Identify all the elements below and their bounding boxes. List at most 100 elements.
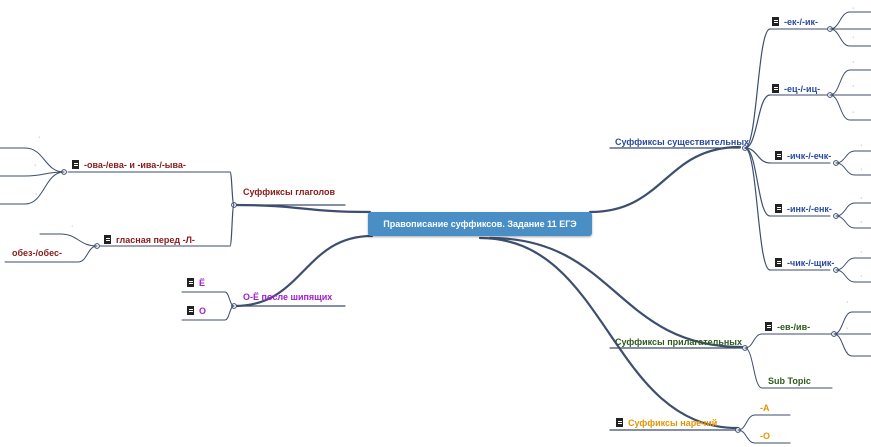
connector-nouns-1 (744, 94, 771, 149)
connector-nouns-2 (744, 147, 771, 164)
empty-subtopic-marker: · (860, 219, 862, 226)
topic-vowel-before-l[interactable]: гласная перед -Л- (104, 235, 195, 246)
document-icon (775, 204, 782, 213)
connector-chik-0 (835, 257, 856, 271)
topic-vowel-before-l-label: гласная перед -Л- (116, 235, 195, 245)
empty-subtopic-marker: · (860, 195, 862, 202)
connector-adv-a (737, 414, 756, 431)
connector-ink-0 (835, 202, 856, 217)
empty-subtopic-marker: · (846, 299, 848, 306)
connector-ink-1 (835, 215, 856, 229)
document-icon (104, 235, 111, 244)
connector-l-sub1 (59, 233, 98, 247)
empty-subtopic-marker: · (846, 325, 848, 332)
empty-subtopic-marker: · (34, 162, 36, 169)
topic-obez-obes[interactable]: обез-/обес- (12, 248, 62, 259)
connector-ova-sub1 (24, 147, 65, 173)
connector-root-verbs (233, 203, 372, 214)
empty-subtopic-marker: · (35, 191, 37, 198)
connector-ev-0 (833, 311, 853, 335)
empty-subtopic-marker: · (860, 166, 862, 173)
topic-o[interactable]: О (187, 306, 206, 317)
topic-chik-shchik-label: -чик-/-щик- (787, 258, 835, 268)
empty-subtopic-marker: · (38, 134, 40, 141)
empty-subtopic-marker: · (852, 109, 854, 116)
connector-ova-sub3 (24, 171, 65, 205)
topic-yo[interactable]: Ё (187, 278, 205, 289)
branch-adjectives-label: Суффиксы прилагательных (615, 337, 742, 347)
connector-root-nouns (588, 145, 742, 214)
topic-ova-eva[interactable]: -ова-/ева- и -ива-/-ыва- (72, 160, 186, 171)
central-topic-label: Правописание суффиксов. Задание 11 ЕГЭ (383, 219, 577, 229)
empty-subtopic-marker: · (860, 249, 862, 256)
connector-adj-sub (744, 347, 763, 389)
connector-verbs-ova (229, 171, 235, 206)
connector-o-yo-yo (224, 291, 235, 307)
branch-o-yo[interactable]: О-Ё после шипящих (243, 292, 332, 303)
document-icon (772, 84, 779, 93)
branch-adverbs-label: Суффиксы наречий (628, 418, 718, 428)
empty-subtopic-marker: · (860, 273, 862, 280)
connector-ichk-0 (835, 150, 856, 164)
topic-a[interactable]: -А (760, 403, 770, 414)
topic-sub-topic[interactable]: Sub Topic (768, 376, 811, 387)
connector-ev-2 (833, 333, 853, 357)
central-topic[interactable]: Правописание суффиксов. Задание 11 ЕГЭ (368, 212, 592, 236)
connector-ec-0 (829, 69, 851, 96)
connector-ichk-1 (835, 162, 856, 176)
topic-obez-obes-label: обез-/обес- (12, 248, 62, 258)
connector-root-adjectives (488, 236, 744, 349)
branch-adjectives[interactable]: Суффиксы прилагательных (615, 337, 742, 348)
branch-nouns[interactable]: Суффиксы существительных (615, 137, 749, 148)
topic-o-adverb-label: -О (760, 431, 770, 441)
topic-o-label: О (199, 306, 207, 316)
topic-ink-enk[interactable]: -инк-/-енк- (775, 204, 832, 215)
document-icon (187, 278, 194, 287)
connector-ec-2 (829, 94, 851, 121)
empty-subtopic-marker: · (860, 142, 862, 149)
empty-subtopic-marker: · (852, 34, 854, 41)
topic-ek-ik-label: -ек-/-ик- (784, 17, 819, 27)
document-icon (72, 160, 79, 169)
topic-ec-ic-label: -ец-/-иц- (784, 84, 821, 94)
topic-chik-shchik[interactable]: -чик-/-щик- (775, 258, 834, 269)
empty-subtopic-marker: · (846, 349, 848, 356)
topic-ec-ic[interactable]: -ец-/-иц- (772, 84, 820, 95)
connector-ek-0 (829, 11, 851, 30)
document-icon (765, 322, 772, 331)
connector-adj-ev (744, 333, 763, 349)
document-icon (187, 306, 194, 315)
connector-l-obez (77, 245, 98, 263)
connector-root-adverbs (478, 236, 740, 430)
branch-verbs[interactable]: Суффиксы глаголов (243, 187, 335, 198)
topic-ichk-echk-label: -ичк-/-ечк- (787, 151, 832, 161)
topic-ichk-echk[interactable]: -ичк-/-ечк- (775, 151, 831, 162)
topic-ev-iv[interactable]: -ев-/ив- (765, 322, 810, 333)
topic-yo-label: Ё (199, 278, 206, 288)
topic-ek-ik[interactable]: -ек-/-ик- (772, 17, 818, 28)
connector-verbs-l (229, 204, 235, 247)
topic-a-label: -А (760, 403, 770, 413)
branch-verbs-label: Суффиксы глаголов (243, 187, 336, 197)
connector-adv-o (737, 429, 756, 444)
empty-subtopic-marker: · (852, 83, 854, 90)
document-icon (772, 17, 779, 26)
branch-nouns-label: Суффиксы существительных (615, 137, 750, 147)
connector-chik-1 (835, 269, 856, 283)
document-icon (775, 258, 782, 267)
topic-o-adverb[interactable]: -О (760, 431, 770, 442)
document-icon (616, 418, 623, 427)
empty-subtopic-marker: · (852, 5, 854, 12)
connector-nouns-4 (744, 147, 771, 271)
topic-ev-iv-label: -ев-/ив- (777, 322, 811, 332)
connector-nouns-0 (744, 28, 771, 149)
branch-adverbs[interactable]: Суффиксы наречий (616, 418, 717, 429)
connector-o-yo-o (224, 305, 235, 321)
topic-sub-topic-label: Sub Topic (768, 376, 811, 386)
empty-subtopic-marker: · (71, 223, 73, 230)
document-icon (775, 151, 782, 160)
branch-o-yo-label: О-Ё после шипящих (243, 292, 333, 302)
topic-ink-enk-label: -инк-/-енк- (787, 204, 832, 214)
topic-ova-eva-label: -ова-/ева- и -ива-/-ыва- (84, 160, 186, 170)
